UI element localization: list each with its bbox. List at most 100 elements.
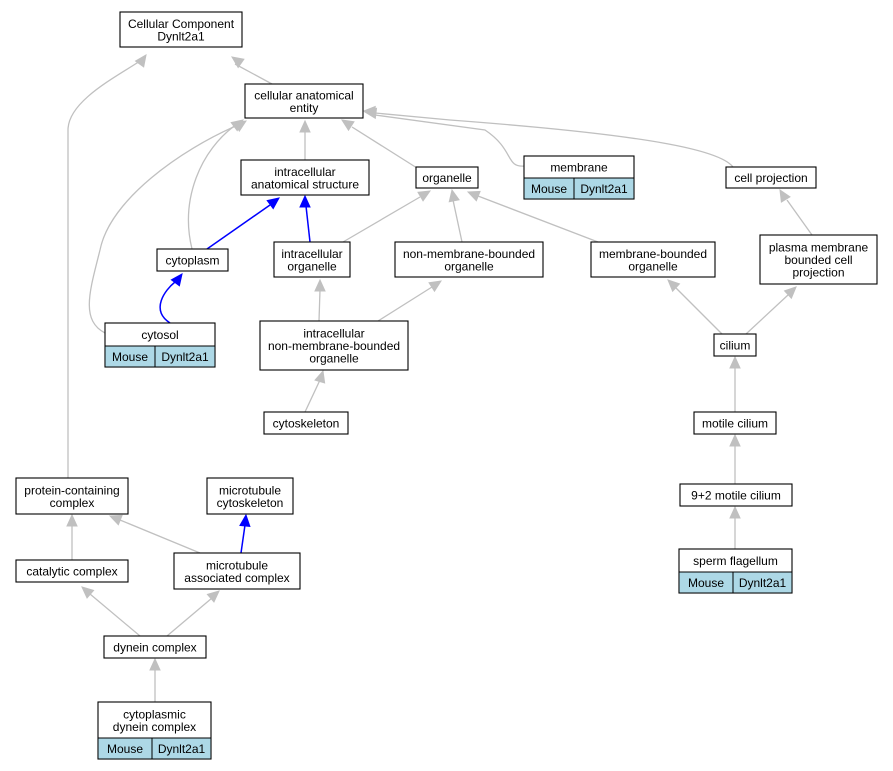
arrowhead-icon <box>729 433 741 447</box>
is-a-edge <box>187 123 238 250</box>
node-label: sperm flagellum <box>693 554 778 568</box>
node-label: cytoplasm <box>165 254 219 268</box>
node-box <box>273 241 351 278</box>
is-a-edge <box>675 287 723 335</box>
part-of-edge <box>240 524 246 554</box>
arrowhead-icon <box>266 197 280 210</box>
node-box <box>415 166 479 189</box>
node-cytoskeleton[interactable]: cytoskeleton <box>263 411 349 435</box>
is-a-edge <box>374 114 526 167</box>
node-cilium[interactable]: cilium <box>713 333 757 357</box>
part-of-edge <box>206 204 271 250</box>
annotation-gene-cell[interactable] <box>154 345 216 368</box>
annotation-gene-cell[interactable] <box>732 571 793 594</box>
node-box <box>725 166 817 189</box>
arrowhead-icon <box>231 56 245 69</box>
node-label: Cellular Component <box>128 17 235 31</box>
is-a-edge <box>88 124 239 334</box>
annotation-gene-cell[interactable] <box>151 737 212 760</box>
node-label: microtubule <box>219 483 281 497</box>
is-a-edge <box>234 63 273 85</box>
node-label: plasma membrane <box>769 241 869 255</box>
annotation-gene: Dynlt2a1 <box>158 742 206 756</box>
edge-layer <box>66 54 813 702</box>
node-label: non-membrane-bounded <box>403 247 535 261</box>
node-label: cytosol <box>141 328 178 342</box>
is-a-edge <box>119 519 201 554</box>
node-label: 9+2 motile cilium <box>691 489 781 503</box>
is-a-edge <box>374 112 734 168</box>
arrowhead-icon <box>667 279 681 293</box>
arrowhead-icon <box>149 657 161 671</box>
node-box <box>263 411 349 435</box>
node-nine-plus-two-motile-cilium[interactable]: 9+2 motile cilium <box>679 483 793 507</box>
arrowhead-icon <box>362 105 376 118</box>
is-a-edge <box>318 289 321 322</box>
annotation-gene: Dynlt2a1 <box>580 182 628 196</box>
node-label: intracellular <box>303 327 364 341</box>
annotation-species: Mouse <box>688 576 724 590</box>
node-catalytic-complex[interactable]: catalytic complex <box>15 559 129 583</box>
arrowhead-icon <box>779 188 791 203</box>
node-box <box>15 559 129 583</box>
node-box <box>103 635 207 659</box>
is-a-edge <box>89 593 141 637</box>
annotation-species: Mouse <box>112 350 148 364</box>
arrowhead-icon <box>783 286 797 300</box>
node-cytoplasm[interactable]: cytoplasm <box>156 248 229 272</box>
node-cell-projection[interactable]: cell projection <box>725 166 817 189</box>
node-label: associated complex <box>184 571 289 585</box>
node-label: cellular anatomical <box>254 88 353 102</box>
arrowhead-icon <box>206 590 220 603</box>
arrowhead-icon <box>428 280 443 293</box>
arrowhead-icon <box>170 273 183 287</box>
annotation-species: Mouse <box>531 182 567 196</box>
arrowhead-icon <box>466 190 481 202</box>
arrowhead-icon <box>108 514 123 526</box>
is-a-edge <box>351 126 418 169</box>
node-box <box>713 333 757 357</box>
node-organelle[interactable]: organelle <box>415 166 479 189</box>
is-a-edge <box>745 294 789 335</box>
arrowhead-icon <box>299 119 311 133</box>
node-label: cytoplasmic <box>123 707 186 721</box>
arrowhead-icon <box>81 586 95 599</box>
arrowhead-icon <box>134 54 147 68</box>
arrowhead-icon <box>448 188 460 203</box>
node-dynein-complex[interactable]: dynein complex <box>103 635 207 659</box>
node-label: protein-containing <box>24 483 119 497</box>
node-intracellular-non-membrane-bounded-organelle[interactable]: intracellularnon-membrane-boundedorganel… <box>259 320 409 371</box>
node-label: cytoskeleton <box>217 496 284 510</box>
node-label: intracellular <box>274 165 335 179</box>
arrowhead-icon <box>729 505 741 519</box>
annotation-gene-cell[interactable] <box>573 177 635 200</box>
node-label: organelle <box>628 259 678 273</box>
is-a-edge <box>452 199 463 243</box>
annotation-species: Mouse <box>107 742 143 756</box>
node-label: projection <box>792 266 844 280</box>
node-box <box>206 477 294 515</box>
arrowhead-icon <box>233 120 248 132</box>
node-motile-cilium[interactable]: motile cilium <box>693 411 777 435</box>
node-label: entity <box>290 101 319 115</box>
node-box <box>244 83 364 119</box>
is-a-edge <box>304 379 321 413</box>
node-label: intracellular <box>281 247 342 261</box>
is-a-edge <box>166 597 213 637</box>
node-label: motile cilium <box>702 417 768 431</box>
